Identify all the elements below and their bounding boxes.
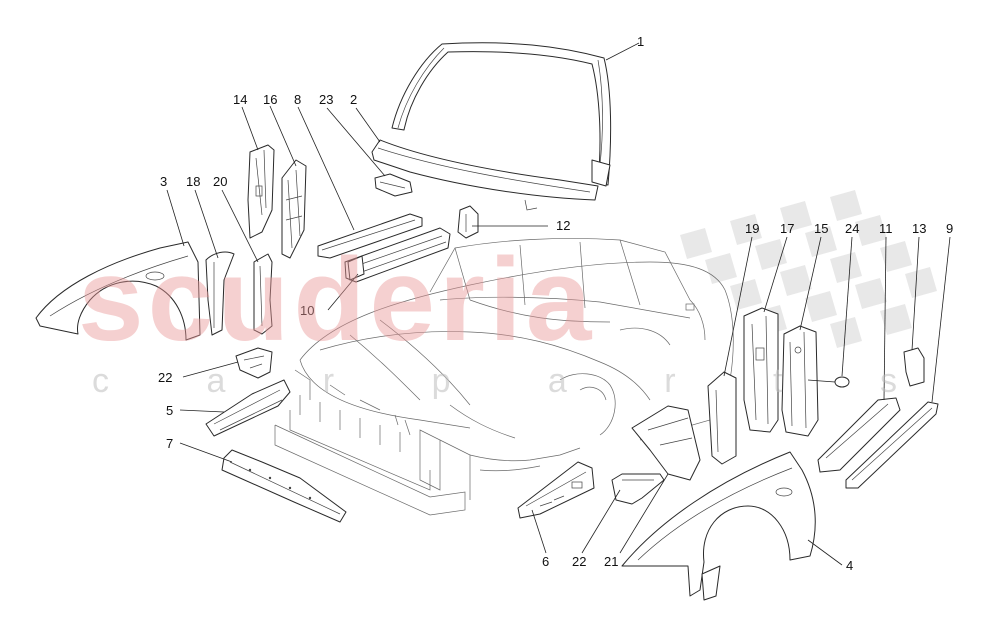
part-20-inner-pillar — [253, 253, 273, 335]
callout-5: 5 — [166, 403, 173, 418]
callout-labels: 1 2 3 4 5 6 7 8 9 10 11 12 13 14 15 16 1… — [158, 34, 953, 573]
part-21-pillar-lower — [631, 405, 701, 481]
checkered-flag-watermark — [680, 190, 937, 348]
part-23-bracket — [374, 173, 413, 197]
callout-23: 23 — [319, 92, 333, 107]
callout-16: 16 — [263, 92, 277, 107]
part-22-bracket-lower — [611, 473, 665, 505]
part-9-rocker-sill — [845, 401, 939, 489]
callout-2: 2 — [350, 92, 357, 107]
part-22-bracket-left — [235, 347, 273, 379]
callout-13: 13 — [912, 221, 926, 236]
car-body-outline — [274, 238, 734, 516]
part-12-bracket — [457, 205, 479, 239]
part-24-plug — [834, 376, 850, 388]
callout-22-upper: 22 — [158, 370, 172, 385]
callout-12: 12 — [556, 218, 570, 233]
part-2-windshield-lower-panel — [371, 139, 599, 211]
part-15-pillar-reinforcement — [781, 325, 819, 437]
part-4-front-fender-right — [621, 451, 816, 601]
callout-4: 4 — [846, 558, 853, 573]
part-1-windshield-frame — [391, 42, 612, 187]
part-11-sill-inner — [817, 397, 901, 473]
callout-11: 11 — [879, 221, 893, 236]
callout-22-lower: 22 — [572, 554, 586, 569]
part-16-pillar-reinforcement — [281, 159, 307, 259]
part-6-sill-front — [517, 461, 595, 519]
part-3-front-fender — [35, 241, 201, 341]
part-14-a-pillar — [247, 144, 275, 239]
callout-20: 20 — [213, 174, 227, 189]
callout-15: 15 — [814, 221, 828, 236]
callout-1: 1 — [637, 34, 644, 49]
part-5-wheelhouse — [205, 379, 291, 437]
part-17-b-pillar — [743, 307, 779, 433]
callout-21: 21 — [604, 554, 618, 569]
callout-6: 6 — [542, 554, 549, 569]
callout-18: 18 — [186, 174, 200, 189]
callout-10: 10 — [300, 303, 314, 318]
callout-17: 17 — [780, 221, 794, 236]
part-8-roof-rail — [317, 213, 423, 259]
part-10-inner-rail — [344, 227, 451, 283]
callout-19: 19 — [745, 221, 759, 236]
callout-14: 14 — [233, 92, 247, 107]
part-19-inner-panel — [707, 371, 737, 465]
callout-24: 24 — [845, 221, 859, 236]
callout-3: 3 — [160, 174, 167, 189]
leader-lines — [166, 42, 951, 566]
part-13-bracket — [903, 347, 925, 387]
callout-7: 7 — [166, 436, 173, 451]
callout-9: 9 — [946, 221, 953, 236]
callout-8: 8 — [294, 92, 301, 107]
part-7-bumper-beam — [221, 449, 347, 523]
part-18-fender-strip — [205, 251, 235, 336]
